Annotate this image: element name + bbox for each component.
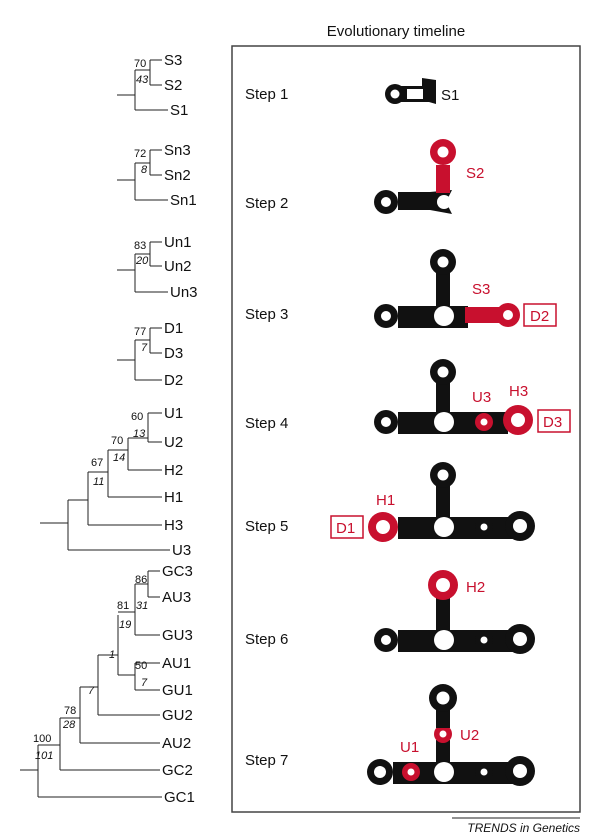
support-value: 31 xyxy=(136,600,148,612)
step-labels: Step 1 Step 2 Step 3 Step 4 Step 5 Step … xyxy=(245,86,288,769)
leaf-label: S1 xyxy=(170,102,188,119)
tree-d xyxy=(117,327,162,381)
support-value: 11 xyxy=(93,476,104,488)
tree-un xyxy=(117,241,168,293)
support-value: 7 xyxy=(141,677,148,689)
leaf-label: Un2 xyxy=(164,258,192,275)
support-value: 70 xyxy=(134,58,146,70)
element-label: H1 xyxy=(376,492,395,509)
element-label: U1 xyxy=(400,739,419,756)
support-value: 101 xyxy=(35,750,53,762)
leaf-label: Un1 xyxy=(164,234,192,251)
element-label: D2 xyxy=(530,308,549,325)
leaf-label: U3 xyxy=(172,542,191,559)
support-value: 81 xyxy=(117,600,129,612)
support-value: 86 xyxy=(135,574,147,586)
leaf-label: S3 xyxy=(164,52,182,69)
leaf-label: D2 xyxy=(164,372,183,389)
support-value: 50 xyxy=(135,660,147,672)
leaf-label: H1 xyxy=(164,489,183,506)
step-label: Step 4 xyxy=(245,415,288,432)
support-value: 83 xyxy=(134,240,146,252)
support-value: 78 xyxy=(64,705,76,717)
leaf-label: AU3 xyxy=(162,589,191,606)
support-value: 77 xyxy=(134,326,146,338)
leaf-label: Sn3 xyxy=(164,142,191,159)
element-label: H2 xyxy=(466,579,485,596)
step-label: Step 2 xyxy=(245,195,288,212)
support-value: 60 xyxy=(131,411,143,423)
element-label: U3 xyxy=(472,389,491,406)
leaf-label: AU1 xyxy=(162,655,191,672)
leaf-label: Sn1 xyxy=(170,192,197,209)
element-label: S3 xyxy=(472,281,490,298)
structure-step-3: S3 D2 xyxy=(374,249,557,328)
leaf-label: GU3 xyxy=(162,627,193,644)
element-label: U2 xyxy=(460,727,479,744)
support-value: 100 xyxy=(33,733,51,745)
support-value: 20 xyxy=(135,255,149,267)
tree-uh xyxy=(40,412,170,551)
leaf-label: Un3 xyxy=(170,284,198,301)
element-label: H3 xyxy=(509,383,528,400)
structure-step-6: H2 xyxy=(374,570,535,654)
support-value: 72 xyxy=(134,148,146,160)
support-value: 13 xyxy=(133,428,146,440)
leaf-label: U2 xyxy=(164,434,183,451)
element-box xyxy=(523,303,557,327)
support-value: 1 xyxy=(109,649,115,661)
tree-labels: S3 S2 S1 Sn3 Sn2 Sn1 Un1 Un2 Un3 D1 D3 D… xyxy=(162,52,198,806)
support-value: 43 xyxy=(136,74,149,86)
leaf-label: D3 xyxy=(164,345,183,362)
support-value: 19 xyxy=(119,619,131,631)
element-label: D1 xyxy=(336,520,355,537)
support-value: 67 xyxy=(91,457,103,469)
structure-step-5: H1 D1 xyxy=(330,462,535,542)
tree-gc xyxy=(20,570,162,798)
structure-step-7: U1 U2 xyxy=(367,684,535,786)
leaf-label: GC1 xyxy=(164,789,195,806)
timeline-frame xyxy=(231,45,581,813)
phylogeny xyxy=(20,59,170,798)
element-label: S1 xyxy=(441,87,459,104)
leaf-label: H2 xyxy=(164,462,183,479)
structure-step-1: S1 xyxy=(385,78,459,104)
element-box xyxy=(537,409,571,433)
support-values: 70 43 72 8 83 20 77 7 60 13 70 14 67 11 … xyxy=(33,58,149,762)
leaf-label: H3 xyxy=(164,517,183,534)
figure-title: Evolutionary timeline xyxy=(327,23,465,40)
element-label: D3 xyxy=(543,414,562,431)
leaf-label: U1 xyxy=(164,405,183,422)
step-label: Step 6 xyxy=(245,631,288,648)
structure-step-4: U3 H3 D3 xyxy=(374,359,571,435)
structure-step-2: S2 xyxy=(374,139,484,214)
support-value: 7 xyxy=(141,342,148,354)
support-value: 7 xyxy=(88,685,95,697)
leaf-label: AU2 xyxy=(162,735,191,752)
step-label: Step 7 xyxy=(245,752,288,769)
step-label: Step 1 xyxy=(245,86,288,103)
element-label: S2 xyxy=(466,165,484,182)
leaf-label: S2 xyxy=(164,77,182,94)
leaf-label: Sn2 xyxy=(164,167,191,184)
tree-s xyxy=(117,59,168,111)
leaf-label: GC2 xyxy=(162,762,193,779)
support-value: 70 xyxy=(111,435,123,447)
support-value: 28 xyxy=(62,719,76,731)
leaf-label: GU1 xyxy=(162,682,193,699)
credit-text: TRENDS in Genetics xyxy=(467,821,580,835)
leaf-label: GC3 xyxy=(162,563,193,580)
leaf-label: GU2 xyxy=(162,707,193,724)
element-box xyxy=(330,515,364,539)
step-label: Step 5 xyxy=(245,518,288,535)
leaf-label: D1 xyxy=(164,320,183,337)
tree-sn xyxy=(117,149,168,201)
support-value: 8 xyxy=(141,164,148,176)
support-value: 14 xyxy=(113,452,125,464)
step-label: Step 3 xyxy=(245,306,288,323)
